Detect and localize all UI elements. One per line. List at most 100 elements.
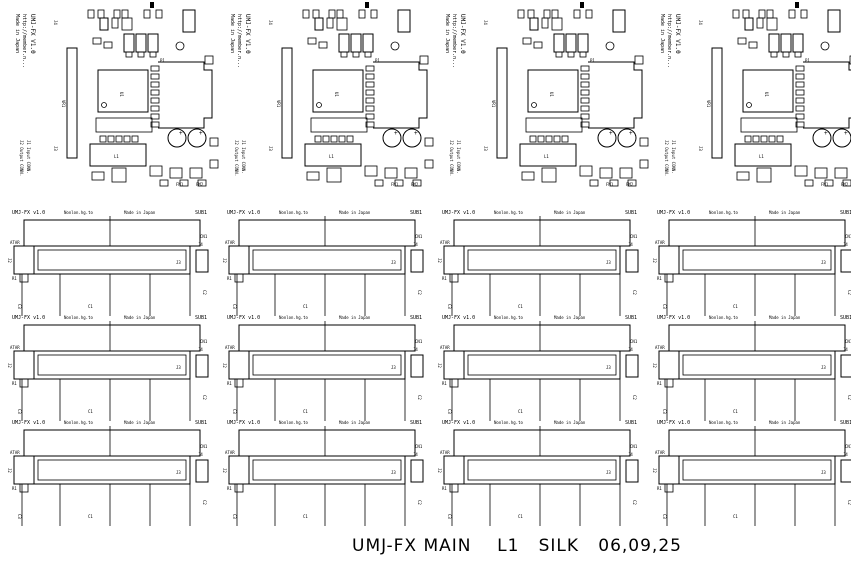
label-c2: C2 (847, 290, 851, 295)
main-header (463, 455, 621, 485)
label-j4: J4 (628, 347, 633, 352)
main-header (248, 455, 406, 485)
header-inner (252, 459, 402, 481)
label-c3: C3 (17, 514, 22, 519)
left-connector (443, 455, 465, 485)
small-pad (768, 135, 776, 143)
inductor-l1 (734, 143, 792, 167)
strip-made: Made in Japan (339, 420, 371, 425)
right-component (410, 459, 424, 483)
header-inner (682, 249, 832, 271)
pad-top (302, 9, 310, 19)
resistor-array (740, 117, 798, 133)
label-c2: C2 (417, 500, 422, 505)
component-c11 (326, 167, 342, 183)
label-atar: ATAR (10, 450, 20, 455)
label-u1: U1 (764, 92, 769, 97)
transistor-lead (340, 51, 348, 58)
sheet-title: UMJ-FX MAIN L1 SILK 06,09,25 (352, 536, 682, 556)
label-l1: L1 (114, 154, 119, 159)
label-r1: R1 (227, 276, 232, 281)
transistor-lead (555, 51, 563, 58)
strip-url: Nonlon.hg.to (64, 315, 93, 320)
label-c3: C3 (662, 409, 667, 414)
pad-top (155, 9, 163, 19)
strip-url: Nonlon.hg.to (709, 315, 738, 320)
label-j4: J4 (698, 20, 703, 25)
strip-made: Made in Japan (124, 210, 156, 215)
polarity-plus: + (179, 130, 183, 137)
label-r1: R1 (227, 381, 232, 386)
component-c6 (756, 17, 764, 29)
strip-product: UMJ-FX v1.0 (12, 315, 45, 321)
component-c11 (756, 167, 772, 183)
resistor-pad (795, 65, 805, 72)
made-in-japan: Made in Japan (659, 14, 665, 53)
pad-top (336, 9, 344, 19)
fm-pad (609, 179, 619, 187)
pad-left (737, 37, 747, 45)
resistor-pad (365, 121, 375, 128)
label-j2: J2 (7, 468, 12, 473)
label-c3: C3 (232, 409, 237, 414)
label-c1: C1 (733, 514, 738, 519)
note-output: J2 Output CONN. (19, 140, 24, 176)
pin-mark (365, 2, 369, 8)
pad-right (209, 159, 219, 169)
polarity-plus: + (414, 130, 418, 137)
label-j4: J4 (198, 452, 203, 457)
label-cn1: CN1 (630, 339, 638, 344)
left-connector (443, 245, 465, 275)
switch-pad (579, 165, 593, 177)
transistor (768, 33, 780, 53)
label-j3: J3 (176, 260, 181, 265)
label-c1: C1 (733, 409, 738, 414)
label-c1: C1 (733, 304, 738, 309)
component-c11 (541, 167, 557, 183)
small-pad (537, 135, 545, 143)
board-outline-top (668, 219, 846, 247)
label-j3: J3 (821, 470, 826, 475)
switch-pad (149, 165, 163, 177)
bottom-pad (664, 483, 674, 493)
product-url: http://member.n... (21, 14, 27, 68)
transistor (338, 33, 350, 53)
small-pad (553, 135, 561, 143)
bottom-pad (234, 483, 244, 493)
label-j4: J4 (268, 20, 273, 25)
electrolytic-cap (597, 128, 617, 148)
strip-url: Nonlon.hg.to (494, 315, 523, 320)
note-input: J1 Input CONN. (241, 140, 246, 174)
pad-top (143, 9, 151, 19)
strip-sub1: SUB1 (840, 420, 851, 426)
label-c3: C3 (232, 304, 237, 309)
label-atar: ATAR (440, 450, 450, 455)
resistor-pad (365, 65, 375, 72)
bottom-pad (234, 273, 244, 283)
left-connector (228, 245, 250, 275)
left-connector (443, 350, 465, 380)
strip-product: UMJ-FX v1.0 (657, 420, 690, 426)
left-connector (13, 245, 35, 275)
label-c3: C3 (447, 514, 452, 519)
header-inner (37, 459, 187, 481)
test-point (175, 41, 185, 51)
label-c3: C3 (662, 514, 667, 519)
label-c2: C2 (202, 500, 207, 505)
label-r1: R1 (442, 276, 447, 281)
fm-pad (197, 179, 207, 187)
left-connector (13, 350, 35, 380)
bottom-pad (19, 483, 29, 493)
label-j3: J3 (606, 260, 611, 265)
label-fm1: FM1 (606, 182, 614, 187)
edge-connector (66, 47, 78, 159)
main-header (33, 455, 191, 485)
label-cn1: CN1 (630, 444, 638, 449)
right-component (840, 459, 851, 483)
resistor-array (95, 117, 153, 133)
label-j3: J3 (268, 146, 273, 151)
pad-top (97, 9, 105, 19)
strip-made: Made in Japan (769, 210, 801, 215)
header-inner (467, 459, 617, 481)
